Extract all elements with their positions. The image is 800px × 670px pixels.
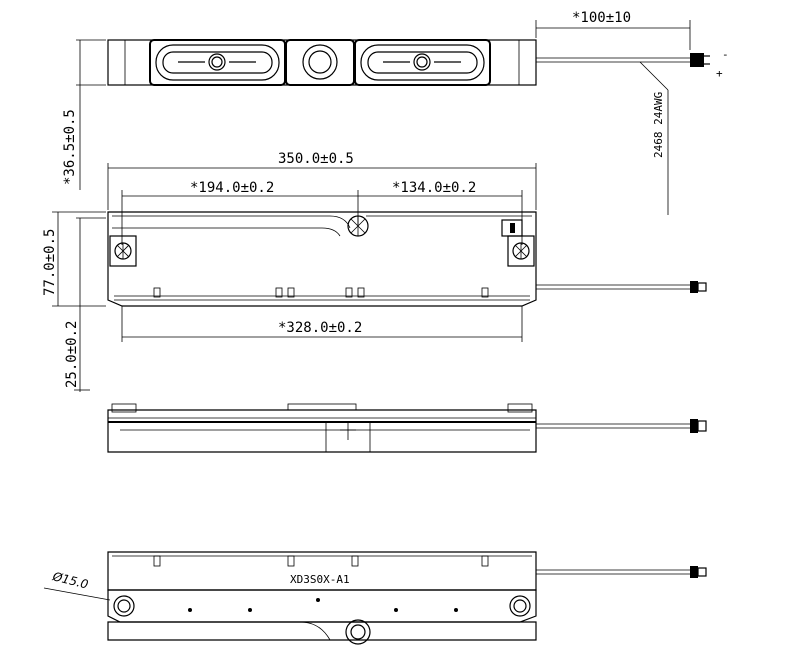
terminal-icon [501, 219, 523, 237]
top-view: - + *100±10 2468 24AWG *36.5±0.5 [62, 10, 729, 215]
overall-length-text: 350.0±0.5 [278, 151, 354, 167]
hole-right-text: *134.0±0.2 [392, 180, 476, 196]
pin-minus-label: - [722, 48, 729, 61]
width-text: 77.0±0.5 [42, 229, 58, 296]
left-mount-hole-icon [109, 235, 137, 267]
center-speaker-icon [285, 39, 355, 86]
right-speaker-icon [354, 39, 491, 86]
side-wire [536, 419, 707, 433]
depth-text: 25.0±0.2 [64, 321, 80, 388]
wire-spec-text: 2468 24AWG [652, 92, 665, 158]
left-speaker-icon [149, 39, 286, 86]
clips [153, 287, 489, 298]
screw-dots [188, 598, 458, 612]
hole-diameter-text: Ø15.0 [50, 569, 90, 592]
pin-plus-label: + [716, 67, 723, 80]
bottom-right-hole-icon [509, 595, 531, 617]
width-dimension: 77.0±0.5 [42, 211, 106, 307]
hole-span-dimension: *328.0±0.2 [121, 306, 523, 342]
wire-length-text: *100±10 [572, 10, 631, 26]
center-mount-hole-icon [347, 215, 369, 237]
side-view [107, 403, 707, 453]
wire-spec-callout: 2468 24AWG [639, 61, 669, 215]
hole-left-text: *194.0±0.2 [190, 180, 274, 196]
hole-span-text: *328.0±0.2 [278, 320, 362, 336]
back-view: 350.0±0.5 *194.0±0.2 *134.0±0.2 [42, 151, 707, 392]
wire-length-dimension: *100±10 [535, 10, 691, 50]
height-dimension: *36.5±0.5 [62, 39, 106, 190]
bottom-view: XD3S0X-A1 Ø15.0 [43, 551, 707, 645]
bottom-center-hole-icon [345, 619, 371, 645]
bottom-clips [153, 555, 489, 567]
hole-diameter-callout: Ø15.0 [43, 569, 111, 601]
bottom-wire [536, 566, 707, 578]
overall-length-dimension: 350.0±0.5 [107, 151, 537, 210]
right-mount-hole-icon [507, 235, 535, 267]
model-number: XD3S0X-A1 [290, 573, 350, 586]
bottom-left-hole-icon [113, 595, 135, 617]
height-text: *36.5±0.5 [62, 109, 78, 185]
depth-dimension: 25.0±0.2 [64, 217, 106, 392]
top-wire [536, 53, 710, 67]
back-wire [536, 281, 707, 293]
